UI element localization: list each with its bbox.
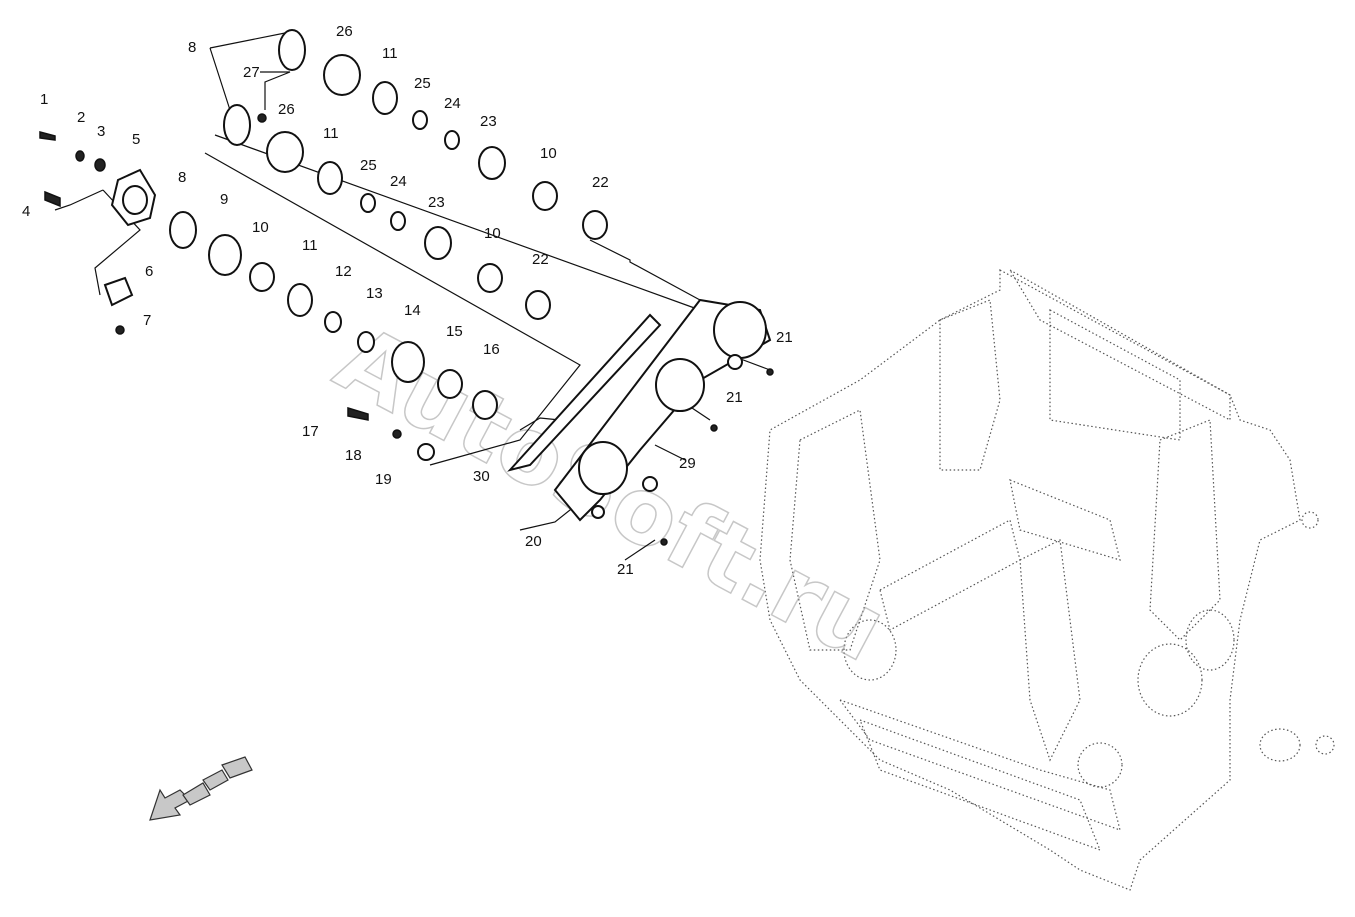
flange-hole-5 [122, 185, 148, 215]
ring-24-top [444, 130, 460, 150]
fitting-21-middle [710, 424, 718, 432]
ring-25-top [412, 110, 428, 130]
nut-7 [115, 325, 125, 335]
callout-12: 12 [335, 263, 352, 280]
ring-24-mid [390, 211, 406, 231]
callout-11-low: 11 [302, 237, 318, 254]
callout-1: 1 [40, 91, 48, 108]
bearing-9 [208, 234, 242, 276]
callout-labels: 1 2 3 4 5 6 7 8 8 9 10 10 10 11 11 11 12… [22, 23, 793, 578]
callout-2: 2 [77, 109, 85, 126]
baler-frame-drawing [759, 268, 1335, 891]
fitting-21-upper [766, 368, 774, 376]
nut-29 [642, 476, 658, 492]
callout-13: 13 [366, 285, 383, 302]
callout-11-mid: 11 [323, 125, 339, 142]
bushing-26-mid [266, 131, 304, 173]
upper-row-1 [278, 29, 608, 240]
washer-19 [417, 443, 435, 461]
callout-4: 4 [22, 203, 30, 220]
callout-3: 3 [97, 123, 105, 140]
callout-16: 16 [483, 341, 500, 358]
lower-row [39, 131, 498, 461]
callout-27: 27 [243, 64, 260, 81]
washer-22-mid [525, 290, 551, 320]
grease-nipple-27 [257, 113, 267, 123]
callout-26-mid: 26 [278, 101, 295, 118]
bearing-23-mid [424, 226, 452, 260]
cover-plate-30 [507, 313, 662, 472]
oring-11-top [372, 81, 398, 115]
washer-16 [472, 390, 498, 420]
callout-10-mid: 10 [484, 225, 501, 242]
washer-10-top [532, 181, 558, 211]
callout-18: 18 [345, 447, 362, 464]
washer-10-low [249, 262, 275, 292]
callout-29: 29 [679, 455, 696, 472]
callout-20: 20 [525, 533, 542, 550]
bushing-26-top [323, 54, 361, 96]
direction-arrow-icon [149, 756, 253, 821]
bolt-4 [44, 190, 61, 208]
callout-10-low: 10 [252, 219, 269, 236]
ring-12 [324, 311, 342, 333]
callout-22-mid: 22 [532, 251, 549, 268]
leader-lines [54, 31, 771, 561]
bearing-14 [391, 341, 425, 383]
callout-21-upper: 21 [776, 329, 793, 346]
callout-30: 30 [473, 468, 490, 485]
housing-middle [655, 358, 705, 412]
callout-6: 6 [145, 263, 153, 280]
ring-13 [357, 331, 375, 353]
callout-23-top: 23 [480, 113, 497, 130]
bolt-17 [347, 406, 369, 421]
callout-21-lower: 21 [617, 561, 634, 578]
callout-22-top: 22 [592, 174, 609, 191]
nut-3 [94, 158, 106, 172]
callout-26-top: 26 [336, 23, 353, 40]
callout-24-top: 24 [444, 95, 461, 112]
callout-17: 17 [302, 423, 319, 440]
callout-11-top: 11 [382, 45, 398, 62]
circlip-8-low [169, 211, 197, 249]
callout-25-top: 25 [414, 75, 431, 92]
callout-10-top: 10 [540, 145, 557, 162]
callout-24-mid: 24 [390, 173, 407, 190]
callout-8-top: 8 [188, 39, 196, 56]
callout-5: 5 [132, 131, 140, 148]
fitting-21-lower [660, 538, 668, 546]
callout-8-low: 8 [178, 169, 186, 186]
bearing-23-top [478, 146, 506, 180]
callout-23-mid: 23 [428, 194, 445, 211]
washer-18 [392, 429, 402, 439]
circlip-8-mid [223, 104, 251, 146]
callout-21-middle: 21 [726, 389, 743, 406]
clamp-6 [103, 276, 134, 307]
callout-25-mid: 25 [360, 157, 377, 174]
housing-lower [578, 441, 628, 495]
callout-15: 15 [446, 323, 463, 340]
housing-upper [713, 301, 767, 359]
circlip-8-top [278, 29, 306, 71]
washer-15 [437, 369, 463, 399]
callout-14: 14 [404, 302, 421, 319]
washer-10-mid [477, 263, 503, 293]
bolt-1 [39, 131, 56, 141]
washer-22-top [582, 210, 608, 240]
ring-25-mid [360, 193, 376, 213]
nut-lower [591, 505, 605, 519]
nut-upper [727, 354, 743, 370]
washer-2 [75, 150, 85, 162]
callout-7: 7 [143, 312, 151, 329]
oring-11-low [287, 283, 313, 317]
upper-row-2 [223, 104, 551, 320]
callout-19: 19 [375, 471, 392, 488]
bracket-assembly [507, 298, 774, 546]
oring-11-mid [317, 161, 343, 195]
callout-9: 9 [220, 191, 228, 208]
